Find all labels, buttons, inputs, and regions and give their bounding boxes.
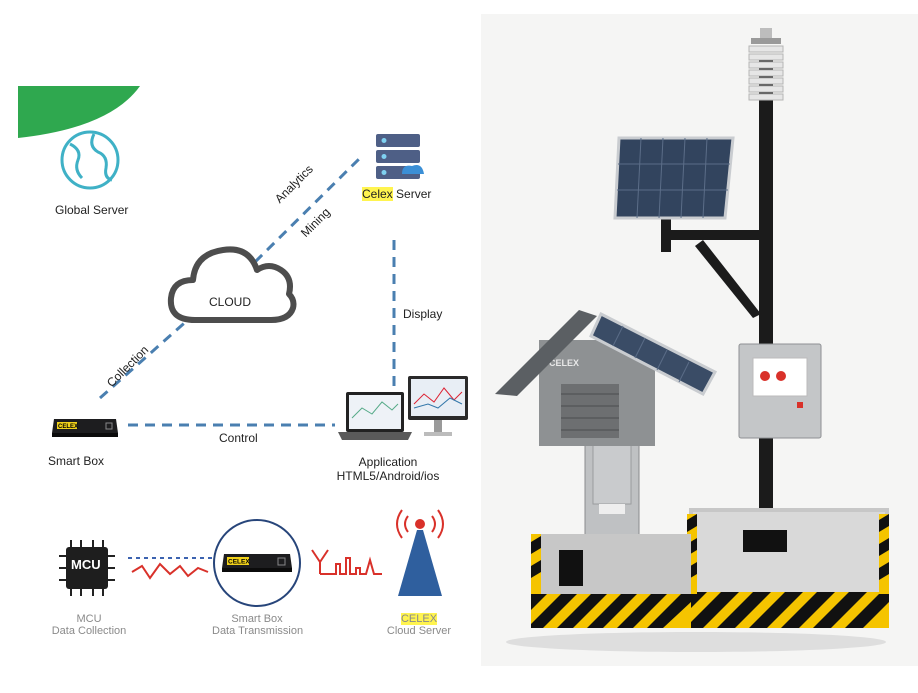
cloud-caption-line2: Cloud Server — [386, 625, 452, 637]
hazard-stripes-right — [687, 514, 889, 628]
hazard-stripes-left — [531, 534, 691, 628]
application-line1: Application — [358, 455, 418, 469]
cloud-label: CLOUD — [209, 295, 252, 309]
smart-box-label: Smart Box — [48, 454, 105, 468]
solar-panel-shelter — [495, 310, 718, 397]
mcu-caption-line1: MCU — [76, 613, 102, 625]
line-cloud-to-server — [253, 156, 362, 264]
globe-icon — [60, 130, 120, 190]
green-accent-shape — [18, 86, 140, 138]
laptop-monitor-icon — [338, 376, 468, 440]
cloud-brand-highlight: CELEX — [400, 613, 438, 625]
global-server-label: Global Server — [55, 203, 129, 217]
control-label: Control — [219, 431, 258, 445]
data-flow-arrow — [128, 553, 224, 580]
mcu-caption-line2: Data Collection — [51, 625, 127, 637]
main-pole — [759, 54, 773, 534]
mcu-chip-icon — [59, 540, 115, 596]
circle-device-brand-text: CELEX — [228, 559, 250, 566]
line-box-to-cloud — [99, 316, 191, 400]
shelter-brand-text: CELEX — [549, 358, 579, 368]
antenna-signal-icon — [311, 549, 382, 575]
server-icon — [376, 134, 424, 179]
celex-server-label: Celex Server — [362, 187, 431, 201]
sensor-shield-icon — [748, 45, 784, 101]
cloud-server-caption: CELEX Cloud Server — [374, 613, 464, 637]
application-label: Application HTML5/Android/ios — [336, 455, 440, 483]
smart-box-icon: CELEX — [52, 419, 118, 437]
smart-box-circle: CELEX — [213, 519, 301, 607]
smart-box-caption: Smart Box Data Transmission — [212, 613, 304, 637]
connection-lines — [99, 156, 396, 427]
smart-box-caption-line1: Smart Box — [231, 613, 283, 625]
mcu-chip-text: MCU — [71, 557, 101, 572]
celex-brand-highlight: Celex — [362, 187, 393, 201]
application-line2: HTML5/Android/ios — [336, 469, 440, 483]
solar-panel-top — [613, 136, 735, 220]
device-brand-text: CELEX — [58, 424, 78, 430]
cell-tower-icon — [396, 509, 444, 596]
weather-station-illustration: CELEX — [495, 28, 889, 652]
display-label: Display — [403, 307, 443, 321]
control-cabinet — [738, 343, 822, 439]
product-photo: CELEX — [481, 14, 918, 666]
cloud-icon — [167, 246, 297, 323]
server-label-text: Server — [392, 187, 432, 201]
mcu-caption: MCU Data Collection — [44, 613, 134, 637]
smart-box-caption-line2: Data Transmission — [212, 625, 304, 637]
